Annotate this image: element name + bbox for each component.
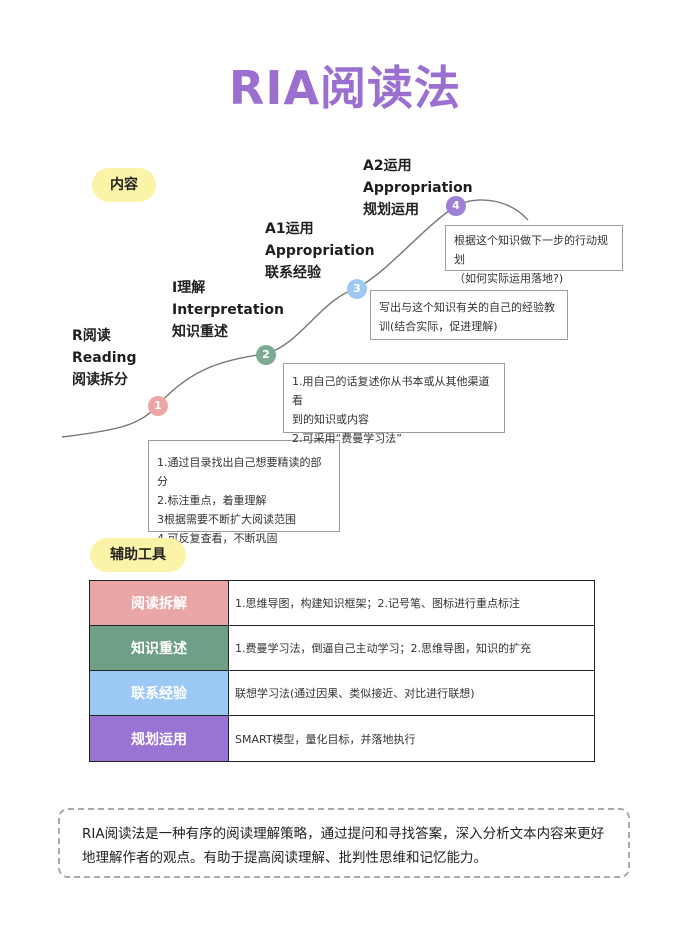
- section-tools-label: 辅助工具: [90, 538, 186, 572]
- tool-desc: 1.费曼学习法，倒逼自己主动学习；2.思维导图，知识的扩充: [235, 642, 531, 655]
- table-row: 知识重述 1.费曼学习法，倒逼自己主动学习；2.思维导图，知识的扩充: [90, 626, 594, 671]
- stage-1-marker: 1: [148, 396, 168, 416]
- table-row: 规划运用 SMART模型，量化目标，并落地执行: [90, 716, 594, 761]
- stage-4-marker: 4: [446, 196, 466, 216]
- tool-desc: 联想学习法(通过因果、类似接近、对比进行联想): [235, 687, 475, 700]
- tool-name: 阅读拆解: [90, 581, 229, 625]
- tool-desc: 1.思维导图，构建知识框架；2.记号笔、图标进行重点标注: [235, 597, 520, 610]
- tool-name: 规划运用: [90, 716, 229, 761]
- table-row: 阅读拆解 1.思维导图，构建知识框架；2.记号笔、图标进行重点标注: [90, 581, 594, 626]
- tool-name: 联系经验: [90, 671, 229, 715]
- stage-3-notes: 写出与这个知识有关的自己的经验教训(结合实际，促进理解): [370, 290, 568, 340]
- stage-4-notes: 根据这个知识做下一步的行动规划（如何实际运用落地?): [445, 225, 623, 285]
- tool-name: 知识重述: [90, 626, 229, 670]
- tool-desc: SMART模型，量化目标，并落地执行: [235, 732, 416, 746]
- page-title: RIA阅读法: [228, 61, 462, 115]
- summary-box: RIA阅读法是一种有序的阅读理解策略，通过提问和寻找答案，深入分析文本内容来更好…: [58, 808, 630, 878]
- tools-table: 阅读拆解 1.思维导图，构建知识框架；2.记号笔、图标进行重点标注 知识重述 1…: [89, 580, 595, 762]
- section-content-label: 内容: [92, 168, 156, 202]
- stage-3-marker: 3: [347, 279, 367, 299]
- table-row: 联系经验 联想学习法(通过因果、类似接近、对比进行联想): [90, 671, 594, 716]
- stage-2-marker: 2: [256, 345, 276, 365]
